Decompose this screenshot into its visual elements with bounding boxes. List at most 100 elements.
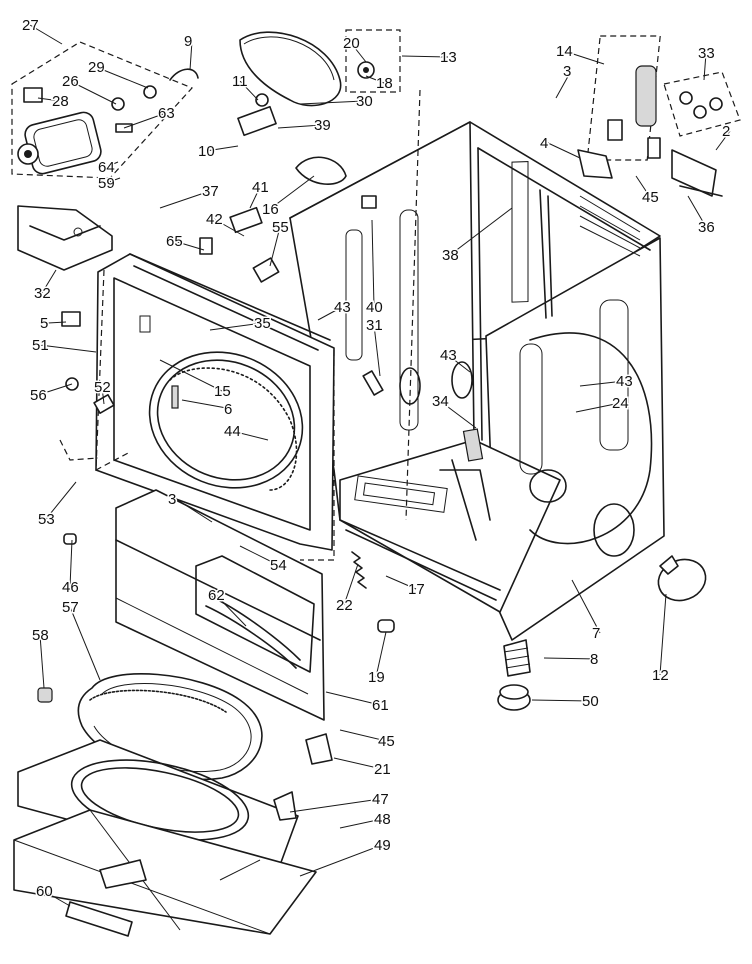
cabinet — [289, 121, 665, 641]
leader-line-c8 — [543, 657, 599, 660]
callout-c48: 48 — [374, 811, 391, 828]
leader-line-c36 — [687, 195, 707, 228]
callout-c33: 33 — [698, 45, 715, 62]
callout-c8: 8 — [590, 651, 598, 668]
callout-c3a: 3 — [563, 63, 571, 80]
leader-line-c43c — [579, 380, 625, 387]
callout-c53: 53 — [38, 511, 55, 528]
callout-c40: 40 — [366, 299, 383, 316]
callout-c18: 18 — [376, 75, 393, 92]
callout-c19: 19 — [368, 669, 385, 686]
leader-line-c5 — [47, 321, 67, 324]
thermostat-group — [577, 35, 661, 179]
callout-c13: 13 — [440, 49, 457, 66]
front-panel — [115, 489, 325, 721]
leader-line-c4 — [547, 142, 581, 159]
leader-line-c35 — [209, 322, 263, 331]
callout-c41: 41 — [252, 179, 269, 196]
leader-line-c65 — [173, 240, 205, 251]
leader-line-c44 — [231, 430, 269, 441]
leader-line-c12 — [659, 593, 667, 676]
callout-c51: 51 — [32, 337, 49, 354]
callout-c21: 21 — [374, 761, 391, 778]
callout-c11: 11 — [232, 73, 248, 90]
leader-line-c32 — [41, 269, 57, 294]
callout-c20: 20 — [343, 35, 360, 52]
door-assembly — [13, 739, 317, 937]
callout-c46: 46 — [62, 579, 79, 596]
leader-line-c43b — [447, 354, 471, 373]
leader-line-c2 — [715, 130, 731, 151]
leader-line-c3b — [175, 498, 213, 523]
callout-c32: 32 — [34, 285, 51, 302]
leader-line-c43a — [317, 306, 343, 321]
callout-c2: 2 — [722, 123, 730, 140]
callout-c38: 38 — [442, 247, 459, 264]
leader-line-c60 — [43, 890, 71, 907]
callout-c60: 60 — [36, 883, 53, 900]
leader-line-c52 — [101, 386, 105, 405]
leader-line-c55 — [269, 226, 281, 267]
callout-c59: 59 — [98, 175, 115, 192]
leader-line-c57 — [69, 606, 101, 681]
leader-line-c15 — [159, 359, 223, 392]
leader-line-c48 — [339, 818, 383, 829]
front-group-outline — [95, 269, 131, 472]
motor-mount-bracket — [17, 205, 113, 327]
leader-line-c53 — [45, 481, 77, 520]
callout-c43b: 43 — [440, 347, 457, 364]
callout-c62: 62 — [208, 587, 225, 604]
terminal-block — [663, 71, 741, 197]
front-group-outline-low — [59, 439, 99, 461]
callout-c64: 64 — [98, 159, 115, 176]
callout-c57: 57 — [62, 599, 79, 616]
callout-c65: 65 — [166, 233, 183, 250]
leader-line-c41 — [249, 186, 261, 209]
leader-line-c10 — [205, 145, 239, 152]
leader-line-c37 — [159, 190, 211, 209]
callout-c3b: 3 — [168, 491, 176, 508]
callout-c9: 9 — [184, 33, 192, 50]
callout-c47: 47 — [372, 791, 389, 808]
leader-line-c31 — [373, 324, 381, 377]
callout-c63: 63 — [158, 105, 175, 122]
leader-line-c64 — [105, 161, 119, 168]
leader-line-c46 — [69, 539, 73, 588]
leader-line-c51 — [39, 344, 97, 353]
drive-belt — [169, 31, 342, 107]
idler-assembly — [237, 29, 401, 137]
callout-c29: 29 — [88, 59, 105, 76]
callout-c28: 28 — [52, 93, 69, 110]
leader-line-c21 — [333, 757, 383, 770]
callout-c7: 7 — [592, 625, 600, 642]
callout-c12: 12 — [652, 667, 669, 684]
callout-c17: 17 — [408, 581, 425, 598]
leader-line-c18 — [365, 75, 385, 84]
leader-line-c22 — [343, 563, 359, 606]
leader-line-c62 — [215, 594, 247, 627]
leader-line-c59 — [105, 177, 121, 184]
callout-c6: 6 — [224, 401, 232, 418]
callout-c45b: 45 — [378, 733, 395, 750]
leader-line-c16 — [269, 175, 315, 210]
leader-line-c38 — [449, 207, 513, 256]
callout-c35: 35 — [254, 315, 271, 332]
callout-c56: 56 — [30, 387, 47, 404]
leader-line-c17 — [385, 575, 417, 590]
leader-line-c3a — [555, 70, 572, 99]
leader-line-c49 — [299, 844, 383, 877]
leader-line-c24 — [575, 402, 621, 413]
leader-line-c20 — [350, 42, 367, 63]
leader-line-c7 — [571, 579, 601, 634]
callout-c22: 22 — [336, 597, 353, 614]
callout-c39: 39 — [314, 117, 331, 134]
leader-line-c27 — [29, 24, 63, 45]
callout-c44: 44 — [224, 423, 241, 440]
callout-c10: 10 — [198, 143, 215, 160]
callout-c31: 31 — [366, 317, 383, 334]
callout-c26: 26 — [62, 73, 79, 90]
callout-c36: 36 — [698, 219, 715, 236]
door-switch — [199, 156, 384, 396]
